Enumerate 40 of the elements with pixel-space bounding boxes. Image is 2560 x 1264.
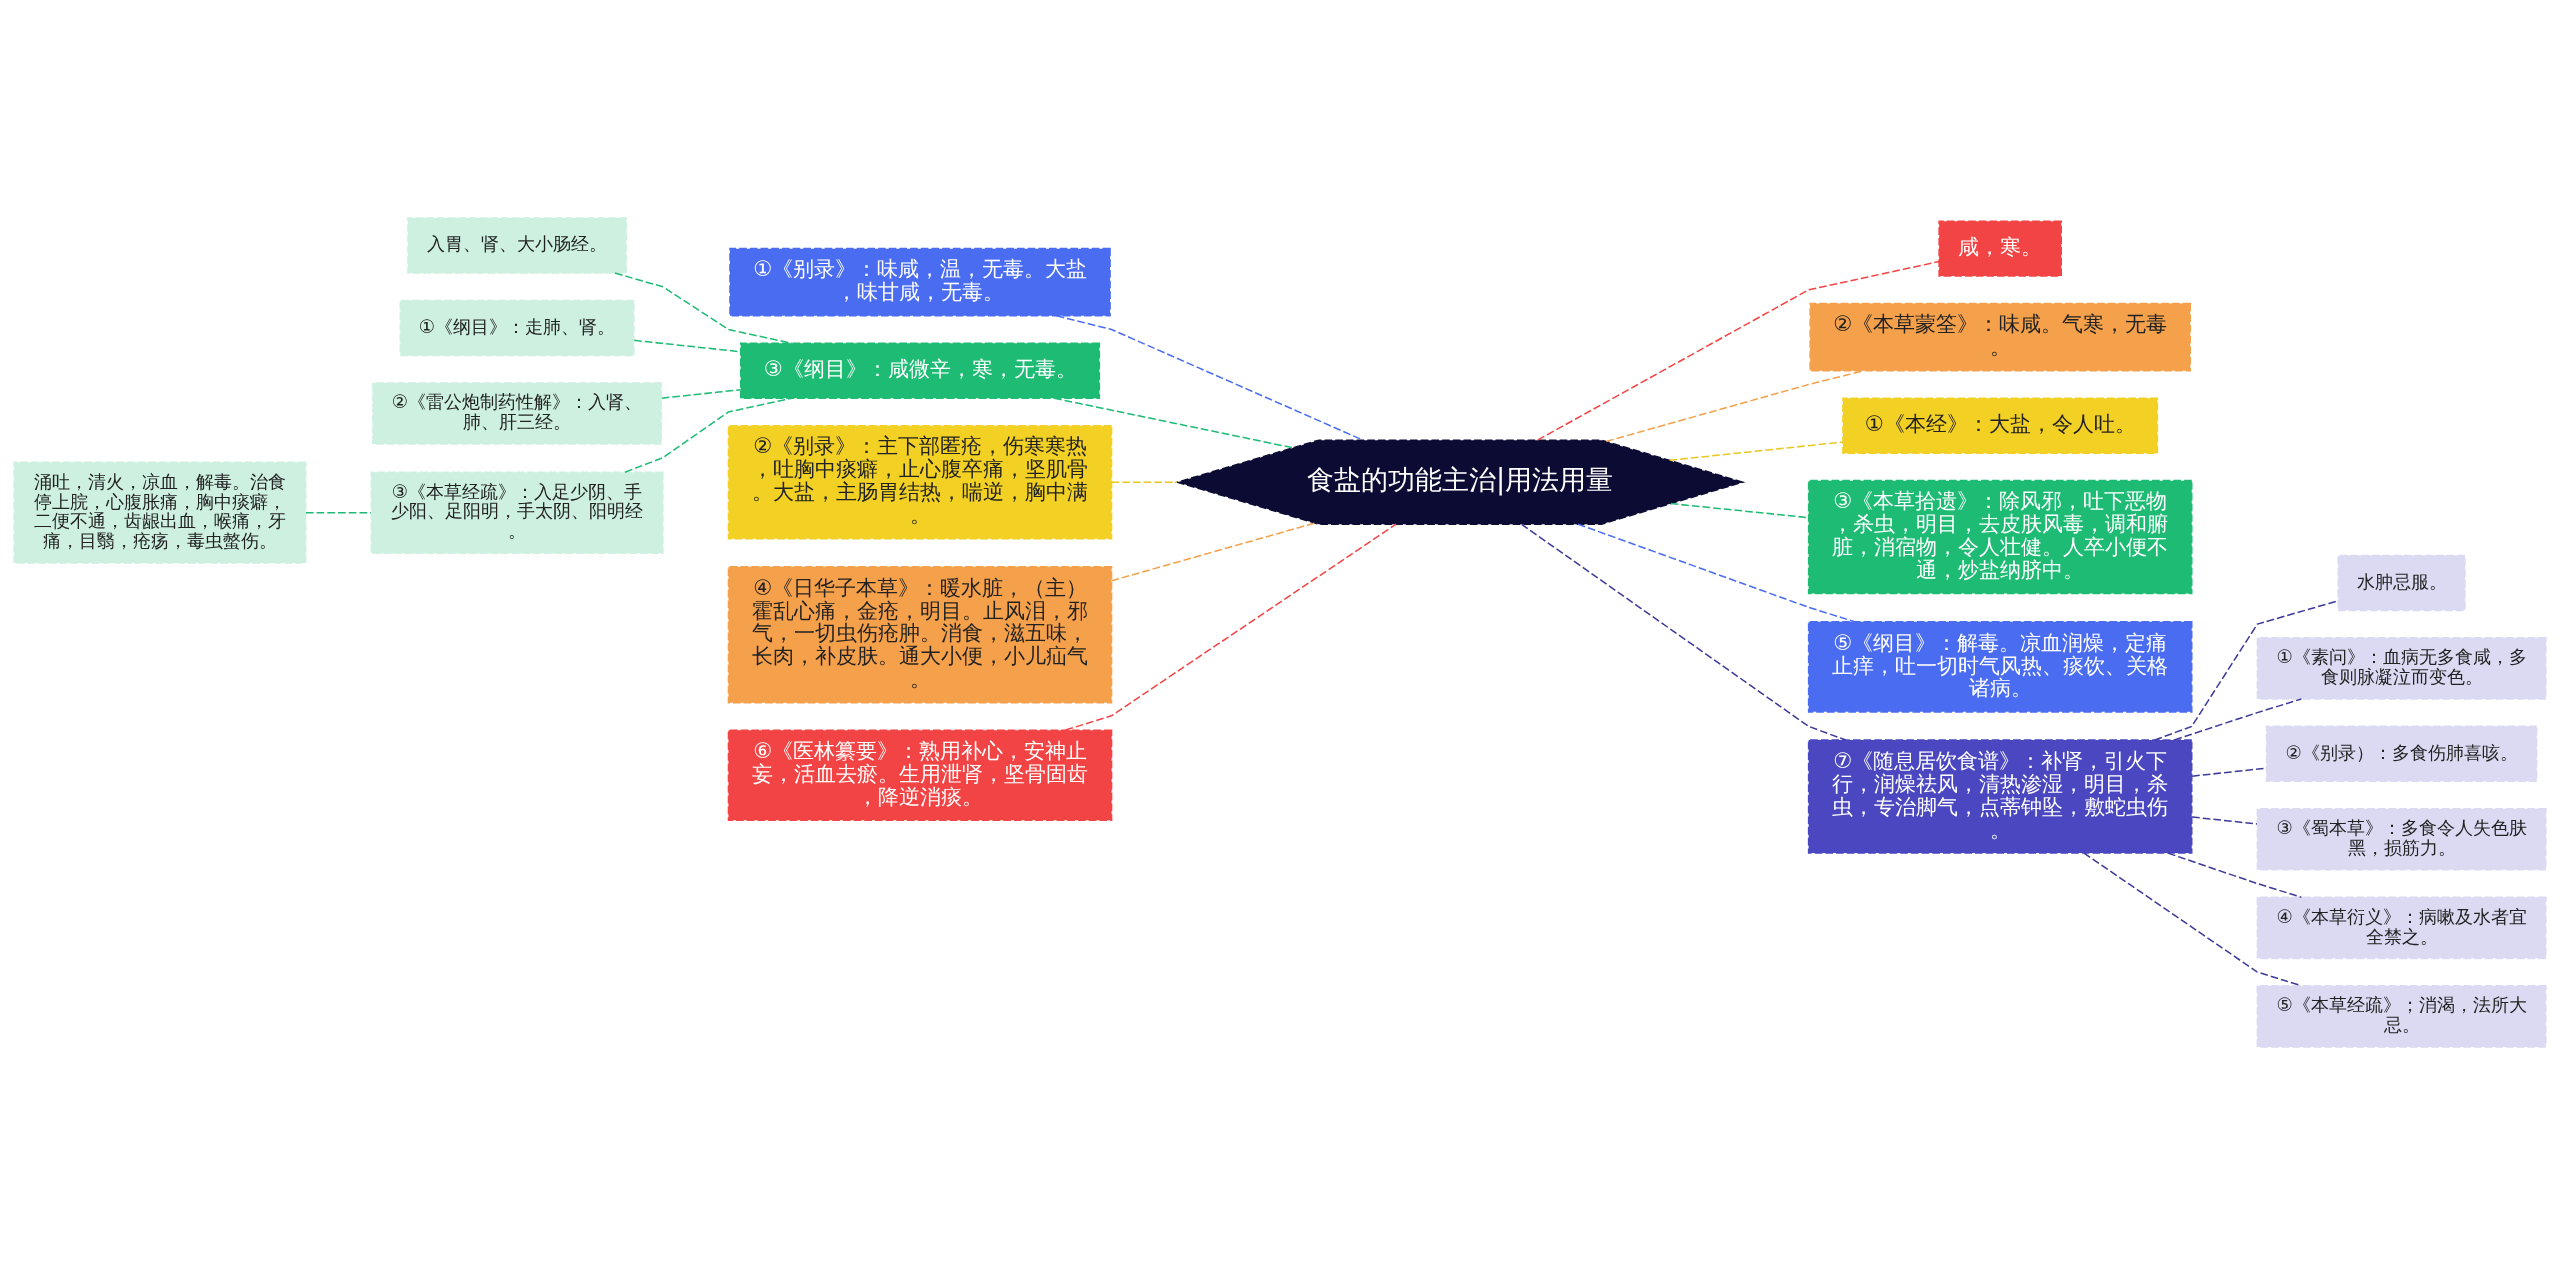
node-box: ③《本草拾遗》：除风邪，吐下恶物，杀虫，明目，去皮肤风毒，调和腑脏，消宿物，令人壮健。人卒小便不通，炒盐纳脐中。: [1807, 479, 2193, 594]
node-box: ②《别录》：主下部匿疮，伤寒寒热，吐胸中痰癖，止心腹卒痛，坚肌骨。大盐，主肠胃结热，喘逆，胸中满。: [727, 424, 1113, 539]
node-box: ⑤《本草经疏》；消渴，法所大忌。: [2256, 984, 2547, 1048]
connector: [1520, 523, 1847, 741]
connector: [1537, 260, 1940, 441]
node-box: 水肿忌服。: [2337, 554, 2466, 611]
connector: [1064, 522, 1397, 731]
node-box: ③《本草经疏》：入足少阴、手少阳、足阳明，手太阴、阳明经。: [370, 470, 664, 554]
node-box: ②《本草蒙筌》：味咸。气寒，无毒。: [1809, 302, 2191, 371]
connector: [2167, 851, 2303, 898]
node-box: ①《别录》：味咸，温，无毒。大盐，味甘咸，无毒。: [729, 247, 1111, 317]
node-box: ⑤《纲目》：解毒。凉血润燥，定痛止痒，吐一切时气风热、痰饮、关格诸病。: [1807, 620, 2193, 713]
node-box: 涌吐，清火，凉血，解毒。治食停上脘，心腹胀痛，胸中痰癖，二便不通，齿龈出血，喉痛，牙痛，目翳，疮疡，毒虫螫伤。: [13, 461, 307, 564]
node-box: 入胃、肾、大小肠经。: [407, 216, 627, 274]
node-box: ⑦《随息居饮食谱》：补肾，引火下行，润燥祛风，清热渗湿，明目，杀虫，专治脚气，点蒂钟坠，敷蛇虫伤。: [1807, 738, 2193, 854]
connector: [2173, 697, 2303, 741]
connector: [2153, 599, 2339, 741]
connector: [1110, 480, 1178, 483]
node-box: ④《本草衍义》：病嗽及水者宜全禁之。: [2256, 896, 2547, 959]
node-box: ③《蜀本草》：多食令人失色肤黑，损筋力。: [2256, 807, 2547, 871]
node-box: ⑥《医林纂要》：熟用补心，安神止妄，活血去瘀。生用泄肾，坚骨固齿，降逆消痰。: [727, 728, 1113, 821]
connector: [305, 511, 372, 513]
connector: [1668, 440, 1844, 461]
node-box: 咸，寒。: [1938, 219, 2062, 277]
connector: [2191, 815, 2258, 825]
node-box: ④《日华子本草》：暖水脏，（主）霍乱心痛，金疮，明目。止风泪，邪气，一切虫伤疮肿。消食，滋五味，长肉，补皮肤。通大小便，小儿疝气。: [727, 565, 1113, 703]
node-box: ②《别录）：多食伤肺喜咳。: [2265, 725, 2538, 782]
connector: [624, 396, 793, 473]
connector: [661, 388, 742, 399]
node-box: ②《雷公炮制药性解》：入肾、肺、肝三经。: [372, 381, 663, 445]
node-box: ①《素问》：血病无多食咸，多食则脉凝泣而变色。: [2256, 636, 2547, 700]
node-box: ③《纲目》：咸微辛，寒，无毒。: [739, 342, 1101, 399]
connector: [1110, 521, 1316, 582]
connector: [2191, 766, 2267, 777]
connector: [2083, 851, 2303, 986]
node-box: ①《纲目》：走肺、肾。: [399, 299, 635, 356]
connector: [614, 271, 793, 344]
connector: [1577, 522, 1856, 622]
node-box: ①《本经》：大盐，令人吐。: [1842, 396, 2159, 454]
connector: [1053, 397, 1294, 448]
